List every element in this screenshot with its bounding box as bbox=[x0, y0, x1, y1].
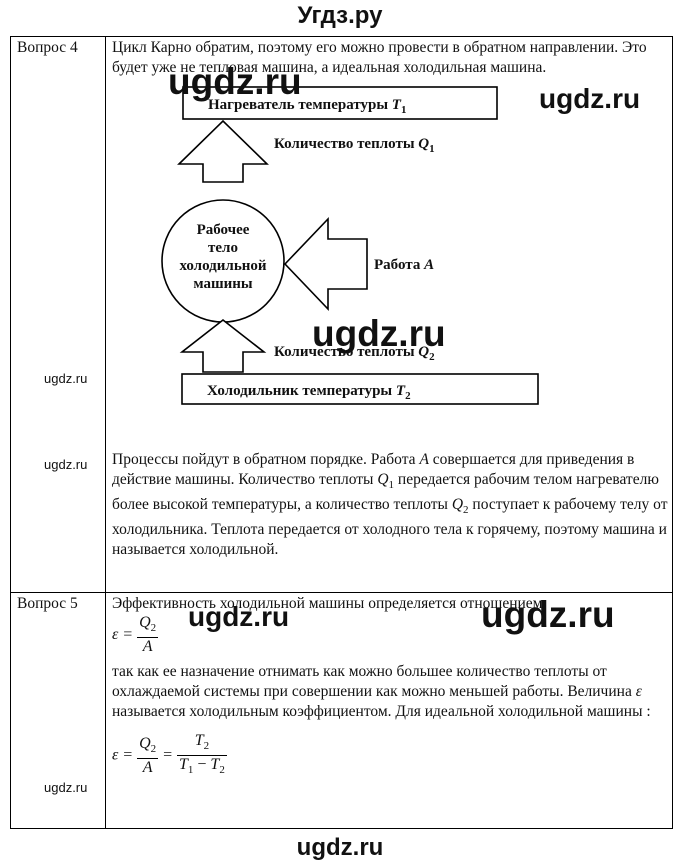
equals-sign: = bbox=[162, 746, 173, 764]
answer-line: Эффективность холодильной машины определ… bbox=[112, 595, 543, 612]
answer-text: так как ее назначение отнимать как можно… bbox=[112, 663, 651, 720]
answer-cell: Эффективность холодильной машины определ… bbox=[105, 592, 673, 829]
formula-lhs: ε = bbox=[112, 625, 134, 643]
table-row: Вопрос 4 Цикл Карно обратим, поэтому его… bbox=[10, 36, 673, 593]
heat-in-arrow bbox=[179, 318, 267, 373]
watermark: ugdz.ru bbox=[44, 780, 88, 795]
answers-table: Вопрос 4 Цикл Карно обратим, поэтому его… bbox=[10, 36, 673, 829]
body-line-2: тело bbox=[208, 240, 238, 256]
answer-intro: Цикл Карно обратим, поэтому его можно пр… bbox=[112, 39, 647, 76]
body-line-3: холодильной bbox=[179, 258, 266, 274]
formula-ideal: ε = Q2 A = T2 T1 − T2 bbox=[112, 732, 668, 780]
work-arrow bbox=[283, 217, 368, 311]
site-title: Угдз.ру bbox=[297, 2, 383, 29]
formula-efficiency: ε = Q2 A bbox=[112, 614, 668, 662]
fraction: T2 T1 − T2 bbox=[176, 732, 227, 777]
watermark: ugdz.ru bbox=[44, 371, 88, 386]
fraction: Q2 A bbox=[137, 614, 159, 656]
diagram-drawing: Нагреватель температуры T1 Количество те… bbox=[161, 86, 539, 405]
cooler-box bbox=[181, 373, 539, 405]
watermark: ugdz.ru bbox=[539, 83, 641, 114]
watermark: ugdz.ru bbox=[188, 601, 290, 632]
body-line-4: машины bbox=[193, 276, 253, 292]
cooler-label: Холодильник температуры T2 bbox=[207, 383, 411, 402]
q1-label: Количество теплоты Q1 bbox=[274, 136, 435, 155]
formula-lhs: ε = bbox=[112, 746, 134, 764]
table-row: Вопрос 5 Эффективность холодильной машин… bbox=[10, 592, 673, 829]
body-line-1: Рабочее bbox=[197, 222, 250, 238]
site-footer: ugdz.ru bbox=[296, 834, 384, 861]
refrigerator-diagram: Нагреватель температуры T1 Количество те… bbox=[112, 63, 667, 450]
question-label: Вопрос 5 bbox=[10, 592, 106, 829]
heater-label: Нагреватель температуры T1 bbox=[208, 97, 406, 116]
question-label: Вопрос 4 bbox=[10, 36, 106, 593]
answer-text: Процессы пойдут в обратном порядке. Рабо… bbox=[112, 451, 668, 559]
work-label: Работа A bbox=[374, 257, 434, 273]
watermark: ugdz.ru bbox=[168, 61, 302, 102]
heater-box bbox=[182, 86, 498, 120]
q2-label: Количество теплоты Q2 bbox=[274, 344, 435, 363]
watermark: ugdz.ru bbox=[44, 457, 88, 472]
watermark: ugdz.ru bbox=[481, 594, 615, 635]
fraction: Q2 A bbox=[137, 734, 159, 776]
answer-cell: Цикл Карно обратим, поэтому его можно пр… bbox=[105, 36, 673, 593]
heat-out-arrow bbox=[177, 119, 269, 183]
watermark: ugdz.ru bbox=[312, 313, 446, 354]
